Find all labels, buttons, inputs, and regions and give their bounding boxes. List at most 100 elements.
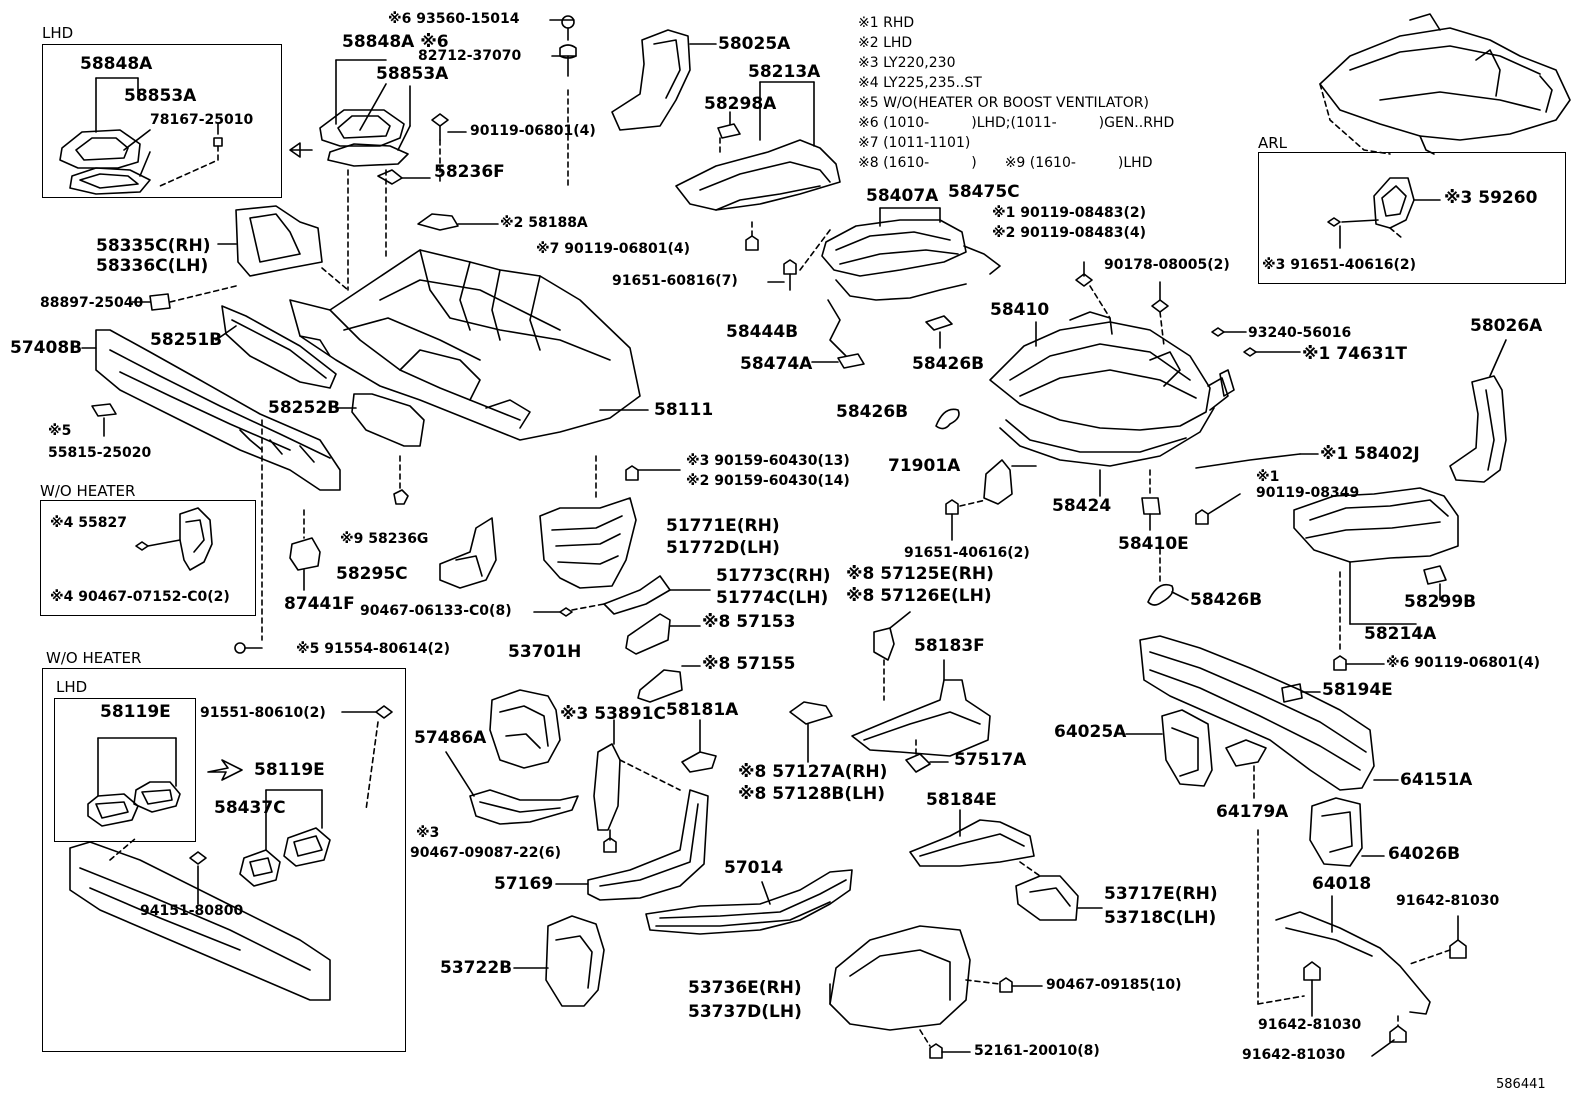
part-55827 (179, 507, 213, 571)
callout-90119-08483-2: ※1 90119-08483(2) (992, 205, 1146, 221)
callout-53718c-lh: 53718C(LH) (1104, 908, 1217, 928)
callout-52161-20010-8: 52161-20010(8) (974, 1043, 1100, 1059)
callout-note-3-lower: ※3 (416, 825, 440, 841)
callout-90119-08483-4: ※2 90119-08483(4) (992, 225, 1146, 241)
callout-91551-80610-2: 91551-80610(2) (200, 705, 326, 721)
floor-pan-58111 (289, 249, 649, 441)
callout-90178-08005-2: 90178-08005(2) (1104, 257, 1230, 273)
callout-90467-06133-c0-8: 90467-06133-C0(8) (360, 603, 512, 619)
arrow-left-icon (289, 142, 313, 158)
callout-90159-60430-14: ※2 90159-60430(14) (686, 473, 850, 489)
callout-90119-06801-4-k6: ※6 90119-06801(4) (1386, 655, 1540, 671)
shift-boot-group (319, 59, 411, 167)
callout-53701h: 53701H (508, 642, 582, 662)
part-58410 (989, 321, 1211, 431)
lhd-inner-box (54, 698, 196, 842)
callout-64179a: 64179A (1216, 802, 1289, 822)
callout-78167-25010: 78167-25010 (150, 112, 254, 128)
callout-51772d-lh: 51772D(LH) (666, 538, 780, 558)
callout-58848a: 58848A ※6 (342, 32, 449, 52)
callout-58407a: 58407A (866, 186, 939, 206)
callout-58184e: 58184E (926, 790, 997, 810)
callout-57125e-rh: ※8 57125E(RH) (846, 564, 994, 584)
footnote-4: ※4 LY225,235..ST (858, 75, 982, 91)
callout-90467-09185-10: 90467-09185(10) (1046, 977, 1182, 993)
lhd-boot-group (59, 77, 223, 195)
footnote-8: ※8 (1610- ) ※9 (1610- )LHD (858, 155, 1153, 171)
callout-51774c-lh: 51774C(LH) (716, 588, 829, 608)
part-53736e (829, 925, 971, 1031)
box-title-arl: ARL (1258, 134, 1288, 152)
lhd-inset-box (42, 44, 282, 198)
part-58214a (1293, 487, 1459, 563)
callout-58410: 58410 (990, 300, 1050, 320)
callout-88897-25040: 88897-25040 (40, 295, 144, 311)
callout-93560-15014: ※6 93560-15014 (388, 11, 520, 27)
callout-58475c: 58475C (948, 182, 1020, 202)
callout-87441f: 87441F (284, 594, 355, 614)
callout-59260: ※3 59260 (1444, 188, 1538, 208)
part-58251b (221, 305, 337, 389)
callout-58236g: ※9 58236G (340, 531, 429, 547)
callout-91651-40616-2-arl: ※3 91651-40616(2) (1262, 257, 1416, 273)
part-58335c (235, 205, 323, 277)
callout-90119-06801-4-k7: ※7 90119-06801(4) (536, 241, 690, 257)
callout-91642-81030-mid: 91642-81030 (1258, 1017, 1362, 1033)
wo-heater-inset-box-a (40, 500, 256, 616)
callout-58181a: 58181A (666, 700, 739, 720)
callout-58026a: 58026A (1470, 316, 1543, 336)
callout-57126e-lh: ※8 57126E(LH) (846, 586, 992, 606)
callout-64018: 64018 (1312, 874, 1372, 894)
callout-94151-80800: 94151-80800 (140, 903, 244, 919)
callout-57155: ※8 57155 (702, 654, 796, 674)
footnote-1: ※1 RHD (858, 15, 915, 31)
part-58295c (439, 517, 497, 589)
callout-90159-60430-13: ※3 90159-60430(13) (686, 453, 850, 469)
callout-58025a: 58025A (718, 34, 791, 54)
callout-71901a: 71901A (888, 456, 961, 476)
callout-note-1-lower: ※1 (1256, 469, 1280, 485)
callout-57128b-lh: ※8 57128B(LH) (738, 784, 885, 804)
footnote-5: ※5 W/O(HEATER OR BOOST VENTILATOR) (858, 95, 1149, 111)
callout-64151a: 64151A (1400, 770, 1473, 790)
callout-53736e-rh: 53736E(RH) (688, 978, 802, 998)
callout-91642-81030-right: 91642-81030 (1396, 893, 1500, 909)
callout-58252b: 58252B (268, 398, 341, 418)
callout-note-5: ※5 (48, 423, 72, 439)
callout-57127a-rh: ※8 57127A(RH) (738, 762, 888, 782)
callout-90119-08349: 90119-08349 (1256, 485, 1360, 501)
part-57014 (645, 869, 853, 935)
callout-58251b: 58251B (150, 330, 223, 350)
callout-58424: 58424 (1052, 496, 1112, 516)
callout-64025a: 64025A (1054, 722, 1127, 742)
callout-58853a-lhd: 58853A (124, 86, 197, 106)
callout-90467-09087-22-6: 90467-09087-22(6) (410, 845, 562, 861)
callout-55827: ※4 55827 (50, 515, 127, 531)
callout-58298a: 58298A (704, 94, 777, 114)
callout-91651-60816-7: 91651-60816(7) (612, 273, 738, 289)
callout-57486a: 57486A (414, 728, 487, 748)
box-title-lhd: LHD (42, 24, 74, 42)
part-58025a (611, 29, 691, 131)
figure-id: 586441 (1496, 1077, 1546, 1092)
part-57408b (81, 329, 341, 491)
callout-58474a: 58474A (740, 354, 813, 374)
callout-58444b: 58444B (726, 322, 799, 342)
callout-91642-81030-bottom: 91642-81030 (1242, 1047, 1346, 1063)
callout-64026b: 64026B (1388, 844, 1461, 864)
part-58252b (351, 393, 425, 447)
footnote-2: ※2 LHD (858, 35, 913, 51)
callout-58848a-lhd: 58848A (80, 54, 153, 74)
callout-58194e: 58194E (1322, 680, 1393, 700)
arl-inset-box (1258, 152, 1566, 284)
callout-51773c-rh: 51773C(RH) (716, 566, 831, 586)
callout-58426b-lower: 58426B (1190, 590, 1263, 610)
part-51771e (539, 497, 637, 589)
callout-58299b: 58299B (1404, 592, 1477, 612)
callout-58183f: 58183F (914, 636, 985, 656)
part-58407a (821, 219, 967, 277)
callout-58295c: 58295C (336, 564, 408, 584)
part-58213a (675, 139, 841, 211)
callout-53891c: ※3 53891C (560, 704, 666, 724)
